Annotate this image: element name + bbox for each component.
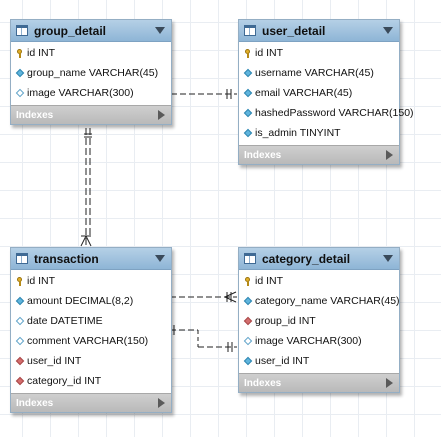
column-label: image VARCHAR(300) [27,87,134,99]
expand-arrow-icon[interactable] [158,110,165,120]
primary-key-icon [17,276,22,286]
not-null-column-icon [243,108,252,118]
column-row[interactable]: id INT [239,271,399,291]
column-row[interactable]: user_id INT [11,351,171,371]
table-title: category_detail [262,251,351,266]
primary-key-icon [245,48,250,58]
indexes-label: Indexes [16,397,54,409]
indexes-section[interactable]: Indexes [239,145,399,164]
not-null-column-icon [243,88,252,98]
foreign-key-icon [15,376,24,386]
table-user-detail[interactable]: user_detail id INT username VARCHAR(45) … [238,19,414,165]
not-null-column-icon [15,296,24,306]
indexes-section[interactable]: Indexes [11,105,171,124]
dropdown-arrow-icon[interactable] [383,27,393,34]
column-row[interactable]: category_name VARCHAR(45) [239,291,400,311]
column-row[interactable]: image VARCHAR(300) [239,331,399,351]
column-row[interactable]: id INT [239,43,399,63]
not-null-column-icon [243,356,252,366]
primary-key-icon [245,276,250,286]
table-icon [244,253,256,264]
indexes-section[interactable]: Indexes [11,393,171,412]
indexes-label: Indexes [244,149,282,161]
column-row[interactable]: category_id INT [11,371,171,391]
table-header[interactable]: user_detail [239,20,399,42]
column-row[interactable]: amount DECIMAL(8,2) [11,291,171,311]
dropdown-arrow-icon[interactable] [383,255,393,262]
column-label: hashedPassword VARCHAR(150) [255,107,414,119]
dropdown-arrow-icon[interactable] [155,27,165,34]
table-category-detail[interactable]: category_detail id INT category_name VAR… [238,247,400,393]
foreign-key-icon [15,356,24,366]
table-title: group_detail [34,23,107,38]
column-label: date DATETIME [27,315,103,327]
column-label: user_id INT [255,355,310,367]
relationship-transaction-category[interactable] [161,291,237,303]
nullable-column-icon [15,336,24,346]
table-header[interactable]: category_detail [239,248,399,270]
column-row[interactable]: email VARCHAR(45) [239,83,399,103]
nullable-column-icon [243,336,252,346]
table-header[interactable]: group_detail [11,20,171,42]
column-row[interactable]: image VARCHAR(300) [11,83,171,103]
column-label: category_id INT [27,375,102,387]
column-row[interactable]: username VARCHAR(45) [239,63,399,83]
column-row[interactable]: hashedPassword VARCHAR(150) [239,103,414,123]
indexes-section[interactable]: Indexes [239,373,399,392]
indexes-label: Indexes [244,377,282,389]
column-label: category_name VARCHAR(45) [255,295,400,307]
relationship-group-transaction[interactable] [80,128,92,247]
column-label: image VARCHAR(300) [255,335,362,347]
column-label: id INT [255,47,284,59]
column-row[interactable]: is_admin TINYINT [239,123,399,143]
column-label: amount DECIMAL(8,2) [27,295,134,307]
table-title: user_detail [262,23,326,38]
column-label: id INT [27,275,56,287]
dropdown-arrow-icon[interactable] [155,255,165,262]
column-label: group_id INT [255,315,316,327]
table-icon [16,253,28,264]
column-label: id INT [255,275,284,287]
foreign-key-icon [243,316,252,326]
relationship-category-transaction-elbow[interactable] [160,324,237,352]
column-row[interactable]: id INT [11,271,171,291]
not-null-column-icon [15,68,24,78]
table-icon [16,25,28,36]
table-icon [244,25,256,36]
column-row[interactable]: id INT [11,43,171,63]
not-null-column-icon [243,68,252,78]
relationship-group-user[interactable] [171,89,237,99]
column-label: comment VARCHAR(150) [27,335,149,347]
table-header[interactable]: transaction [11,248,171,270]
not-null-column-icon [243,296,252,306]
column-row[interactable]: user_id INT [239,351,399,371]
nullable-column-icon [15,88,24,98]
expand-arrow-icon[interactable] [386,150,393,160]
column-label: group_name VARCHAR(45) [27,67,159,79]
column-label: username VARCHAR(45) [255,67,374,79]
not-null-column-icon [243,128,252,138]
column-label: is_admin TINYINT [255,127,341,139]
nullable-column-icon [15,316,24,326]
column-label: id INT [27,47,56,59]
indexes-label: Indexes [16,109,54,121]
table-transaction[interactable]: transaction id INT amount DECIMAL(8,2) d… [10,247,172,413]
column-row[interactable]: date DATETIME [11,311,171,331]
column-row[interactable]: group_id INT [239,311,399,331]
column-label: email VARCHAR(45) [255,87,353,99]
table-title: transaction [34,251,99,266]
column-row[interactable]: group_name VARCHAR(45) [11,63,171,83]
expand-arrow-icon[interactable] [158,398,165,408]
column-label: user_id INT [27,355,82,367]
expand-arrow-icon[interactable] [386,378,393,388]
table-group-detail[interactable]: group_detail id INT group_name VARCHAR(4… [10,19,172,125]
primary-key-icon [17,48,22,58]
column-row[interactable]: comment VARCHAR(150) [11,331,171,351]
